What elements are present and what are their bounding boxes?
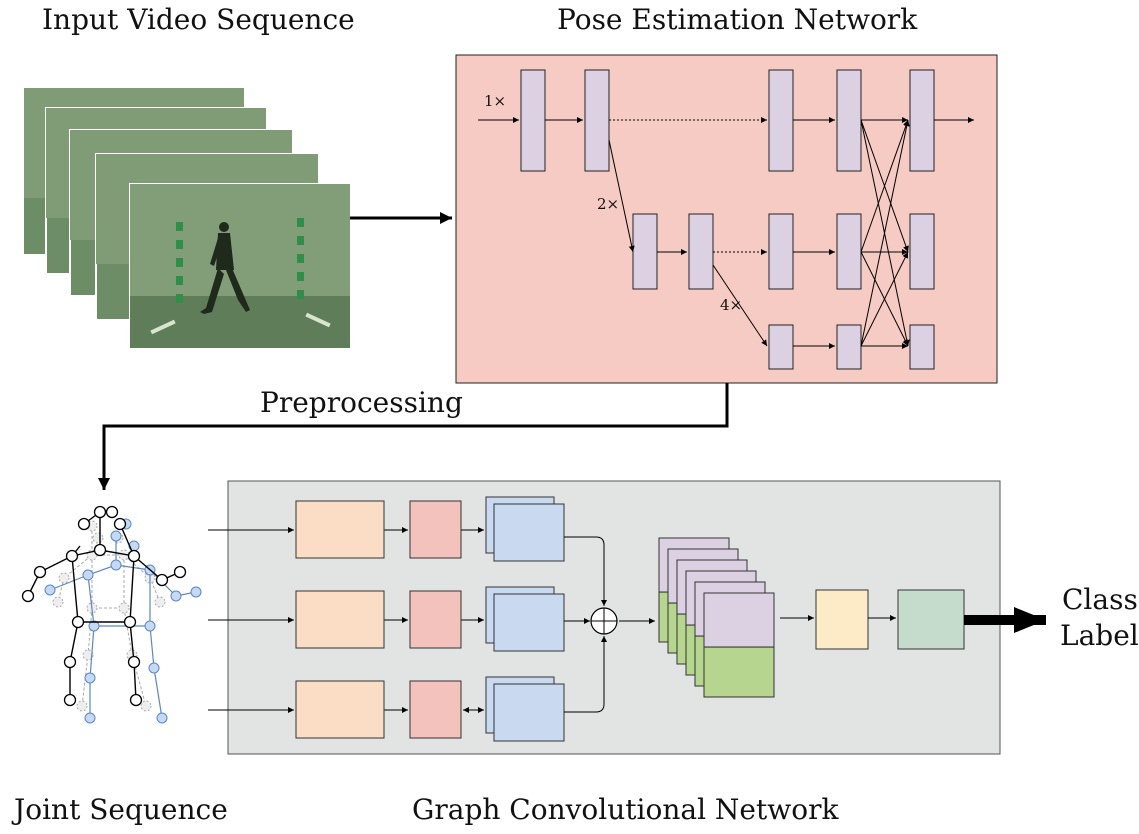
- pose-block: [688, 213, 714, 290]
- pose-blocks: [520, 69, 935, 370]
- floor-stripes: [150, 312, 331, 335]
- scale-label-2x: 2×: [597, 195, 619, 213]
- pose-block: [836, 69, 862, 172]
- gcn-blue-block: [493, 593, 565, 652]
- gcn-rows: [208, 496, 655, 742]
- gcn-yellow-block: [815, 589, 869, 650]
- gcn-red-block: [409, 680, 462, 739]
- pose-block: [836, 213, 862, 290]
- pose-block: [768, 213, 794, 290]
- pose-block: [909, 324, 935, 370]
- gcn-title: Graph Convolutional Network: [412, 793, 839, 826]
- arrow-preprocessing: [98, 383, 729, 490]
- scale-label-1x: 1×: [484, 92, 506, 110]
- class-label-line1: Class: [1062, 583, 1138, 616]
- scale-label-4x: 4×: [720, 296, 742, 314]
- gcn-blue-block: [493, 683, 565, 742]
- gcn-output: [780, 589, 1046, 650]
- input-video-title: Input Video Sequence: [42, 3, 355, 36]
- pose-block: [909, 213, 935, 290]
- gcn-peach-block: [295, 500, 385, 559]
- pose-block: [584, 69, 610, 172]
- video-frame-front: [129, 183, 351, 349]
- person-icon: [200, 222, 250, 314]
- class-label-line2: Label: [1060, 619, 1139, 652]
- skeleton-figure: [21, 505, 202, 724]
- pose-block: [768, 69, 794, 172]
- pose-block: [836, 324, 862, 370]
- gcn-peach-block: [295, 590, 385, 649]
- sum-icon: [590, 607, 618, 635]
- gcn-blue-block: [493, 503, 565, 562]
- pose-network-title: Pose Estimation Network: [557, 3, 918, 36]
- feature-map-stack: [658, 537, 775, 698]
- video-frames: [24, 88, 351, 349]
- floor-markers: [176, 218, 304, 303]
- gcn-red-block: [409, 500, 462, 559]
- gcn-peach-block: [295, 680, 385, 739]
- gcn-teal-block: [897, 589, 965, 650]
- joint-sequence-title: Joint Sequence: [14, 793, 228, 826]
- preprocessing-label: Preprocessing: [260, 386, 463, 419]
- pose-connections: [478, 117, 974, 349]
- pose-block: [768, 324, 794, 370]
- feature-map-layer: [703, 592, 775, 698]
- pose-network-panel: [455, 54, 998, 384]
- pose-block: [632, 213, 658, 290]
- pose-block: [520, 69, 546, 172]
- gcn-red-block: [409, 590, 462, 649]
- pose-block: [909, 69, 935, 172]
